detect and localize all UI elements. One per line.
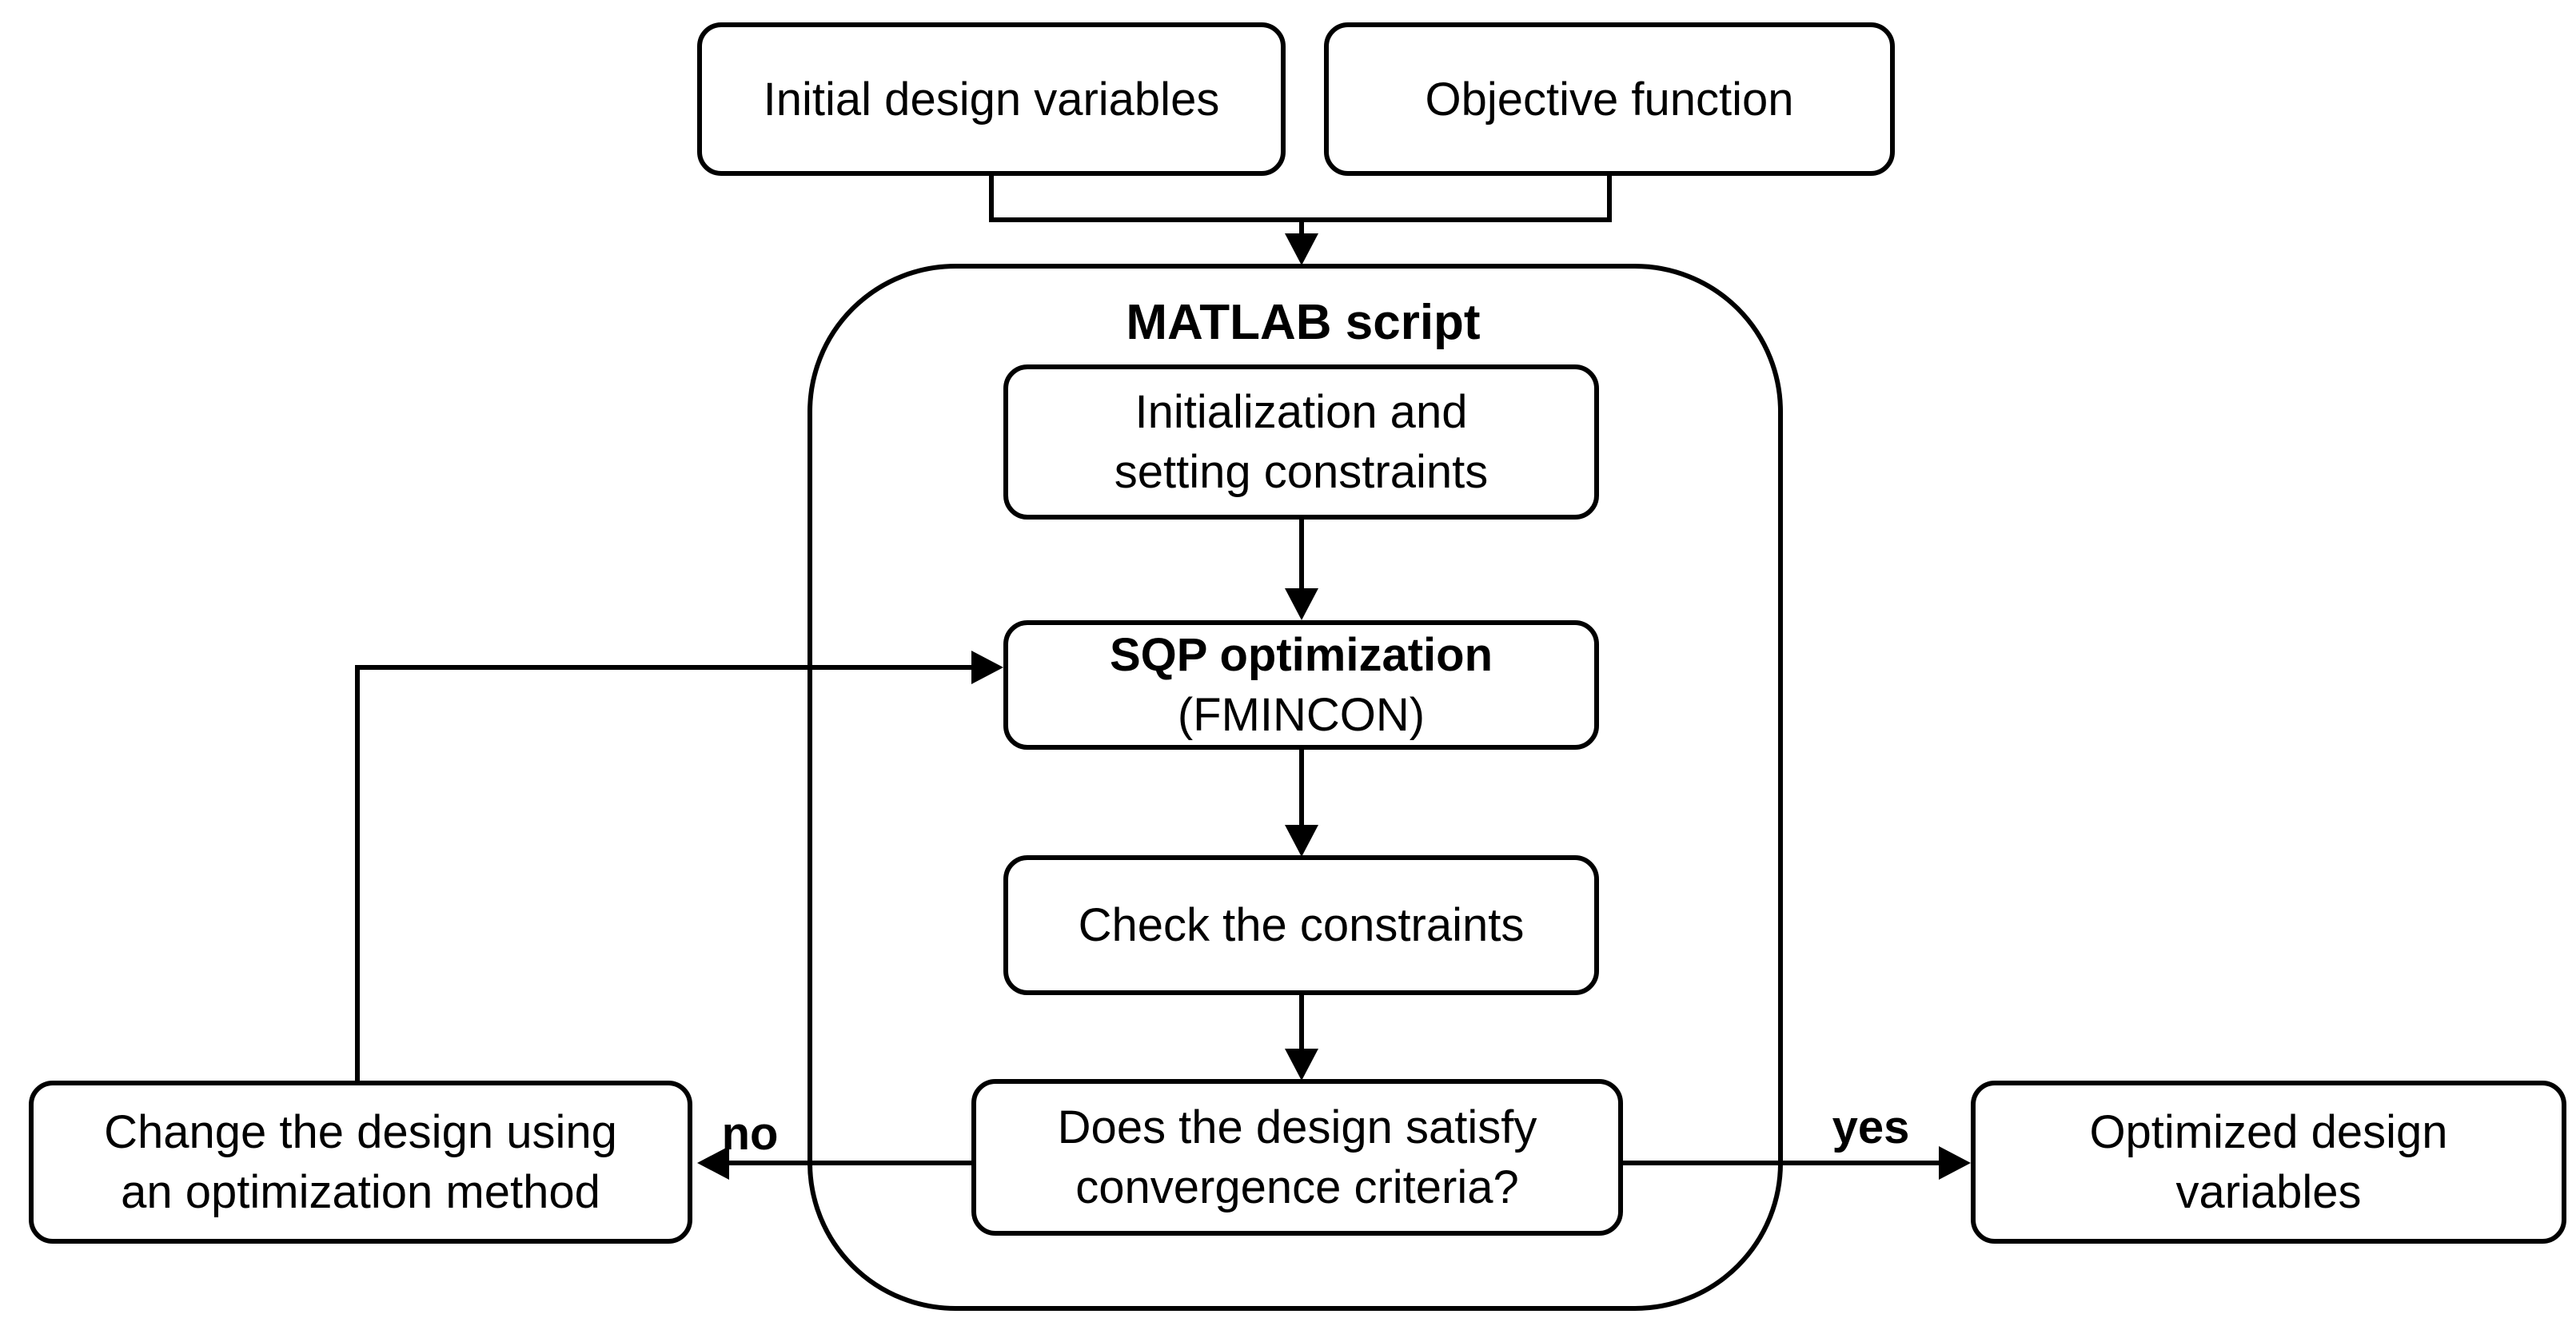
yes-label: yes xyxy=(1832,1101,1910,1153)
sqp-optimization-label-line2: (FMINCON) xyxy=(1177,689,1426,741)
arrowhead-check-to-decision xyxy=(1285,1049,1318,1081)
initialization-label-line2: setting constraints xyxy=(1114,446,1489,498)
arrowhead-init-to-sqp xyxy=(1285,588,1318,620)
initialization-node: Initialization and setting constraints xyxy=(1003,364,1599,520)
connector-initial-drop xyxy=(989,173,994,221)
convergence-decision-label-line2: convergence criteria? xyxy=(1075,1161,1519,1213)
sqp-optimization-label-line1: SQP optimization xyxy=(1109,629,1493,681)
connector-objective-drop xyxy=(1607,173,1612,221)
optimized-variables-node: Optimized design variables xyxy=(1971,1081,2566,1244)
objective-function-label: Objective function xyxy=(1425,73,1794,125)
change-design-label-line2: an optimization method xyxy=(121,1166,600,1218)
arrowhead-feedback-to-sqp xyxy=(971,651,1003,684)
arrowhead-into-matlab-script xyxy=(1285,233,1318,265)
initial-design-variables-label: Initial design variables xyxy=(763,73,1220,125)
arrowhead-sqp-to-check xyxy=(1285,825,1318,857)
connector-no-branch xyxy=(724,1161,972,1165)
initial-design-variables-node: Initial design variables xyxy=(697,22,1286,176)
connector-sqp-to-check xyxy=(1299,748,1304,826)
connector-check-to-decision xyxy=(1299,994,1304,1051)
sqp-optimization-node: SQP optimization (FMINCON) xyxy=(1003,620,1599,750)
initialization-label-line1: Initialization and xyxy=(1134,386,1468,438)
convergence-decision-node: Does the design satisfy convergence crit… xyxy=(971,1079,1623,1236)
change-design-label-line1: Change the design using xyxy=(104,1106,617,1158)
connector-yes-branch xyxy=(1623,1161,1943,1165)
feedback-loop-vertical xyxy=(355,665,360,1082)
optimized-variables-label-line2: variables xyxy=(2175,1166,2362,1218)
check-constraints-label: Check the constraints xyxy=(1078,899,1525,951)
arrowhead-no-branch xyxy=(697,1146,729,1180)
optimized-variables-label-line1: Optimized design xyxy=(2089,1106,2448,1158)
connector-init-to-sqp xyxy=(1299,518,1304,591)
check-constraints-node: Check the constraints xyxy=(1003,855,1599,995)
matlab-script-title: MATLAB script xyxy=(1126,295,1481,350)
change-design-node: Change the design using an optimization … xyxy=(29,1081,692,1244)
objective-function-node: Objective function xyxy=(1324,22,1895,176)
connector-merge-stub xyxy=(1299,217,1304,240)
no-label: no xyxy=(721,1108,779,1160)
feedback-loop-horizontal xyxy=(355,665,974,670)
arrowhead-yes-branch xyxy=(1939,1146,1971,1180)
convergence-decision-label-line1: Does the design satisfy xyxy=(1057,1101,1537,1153)
